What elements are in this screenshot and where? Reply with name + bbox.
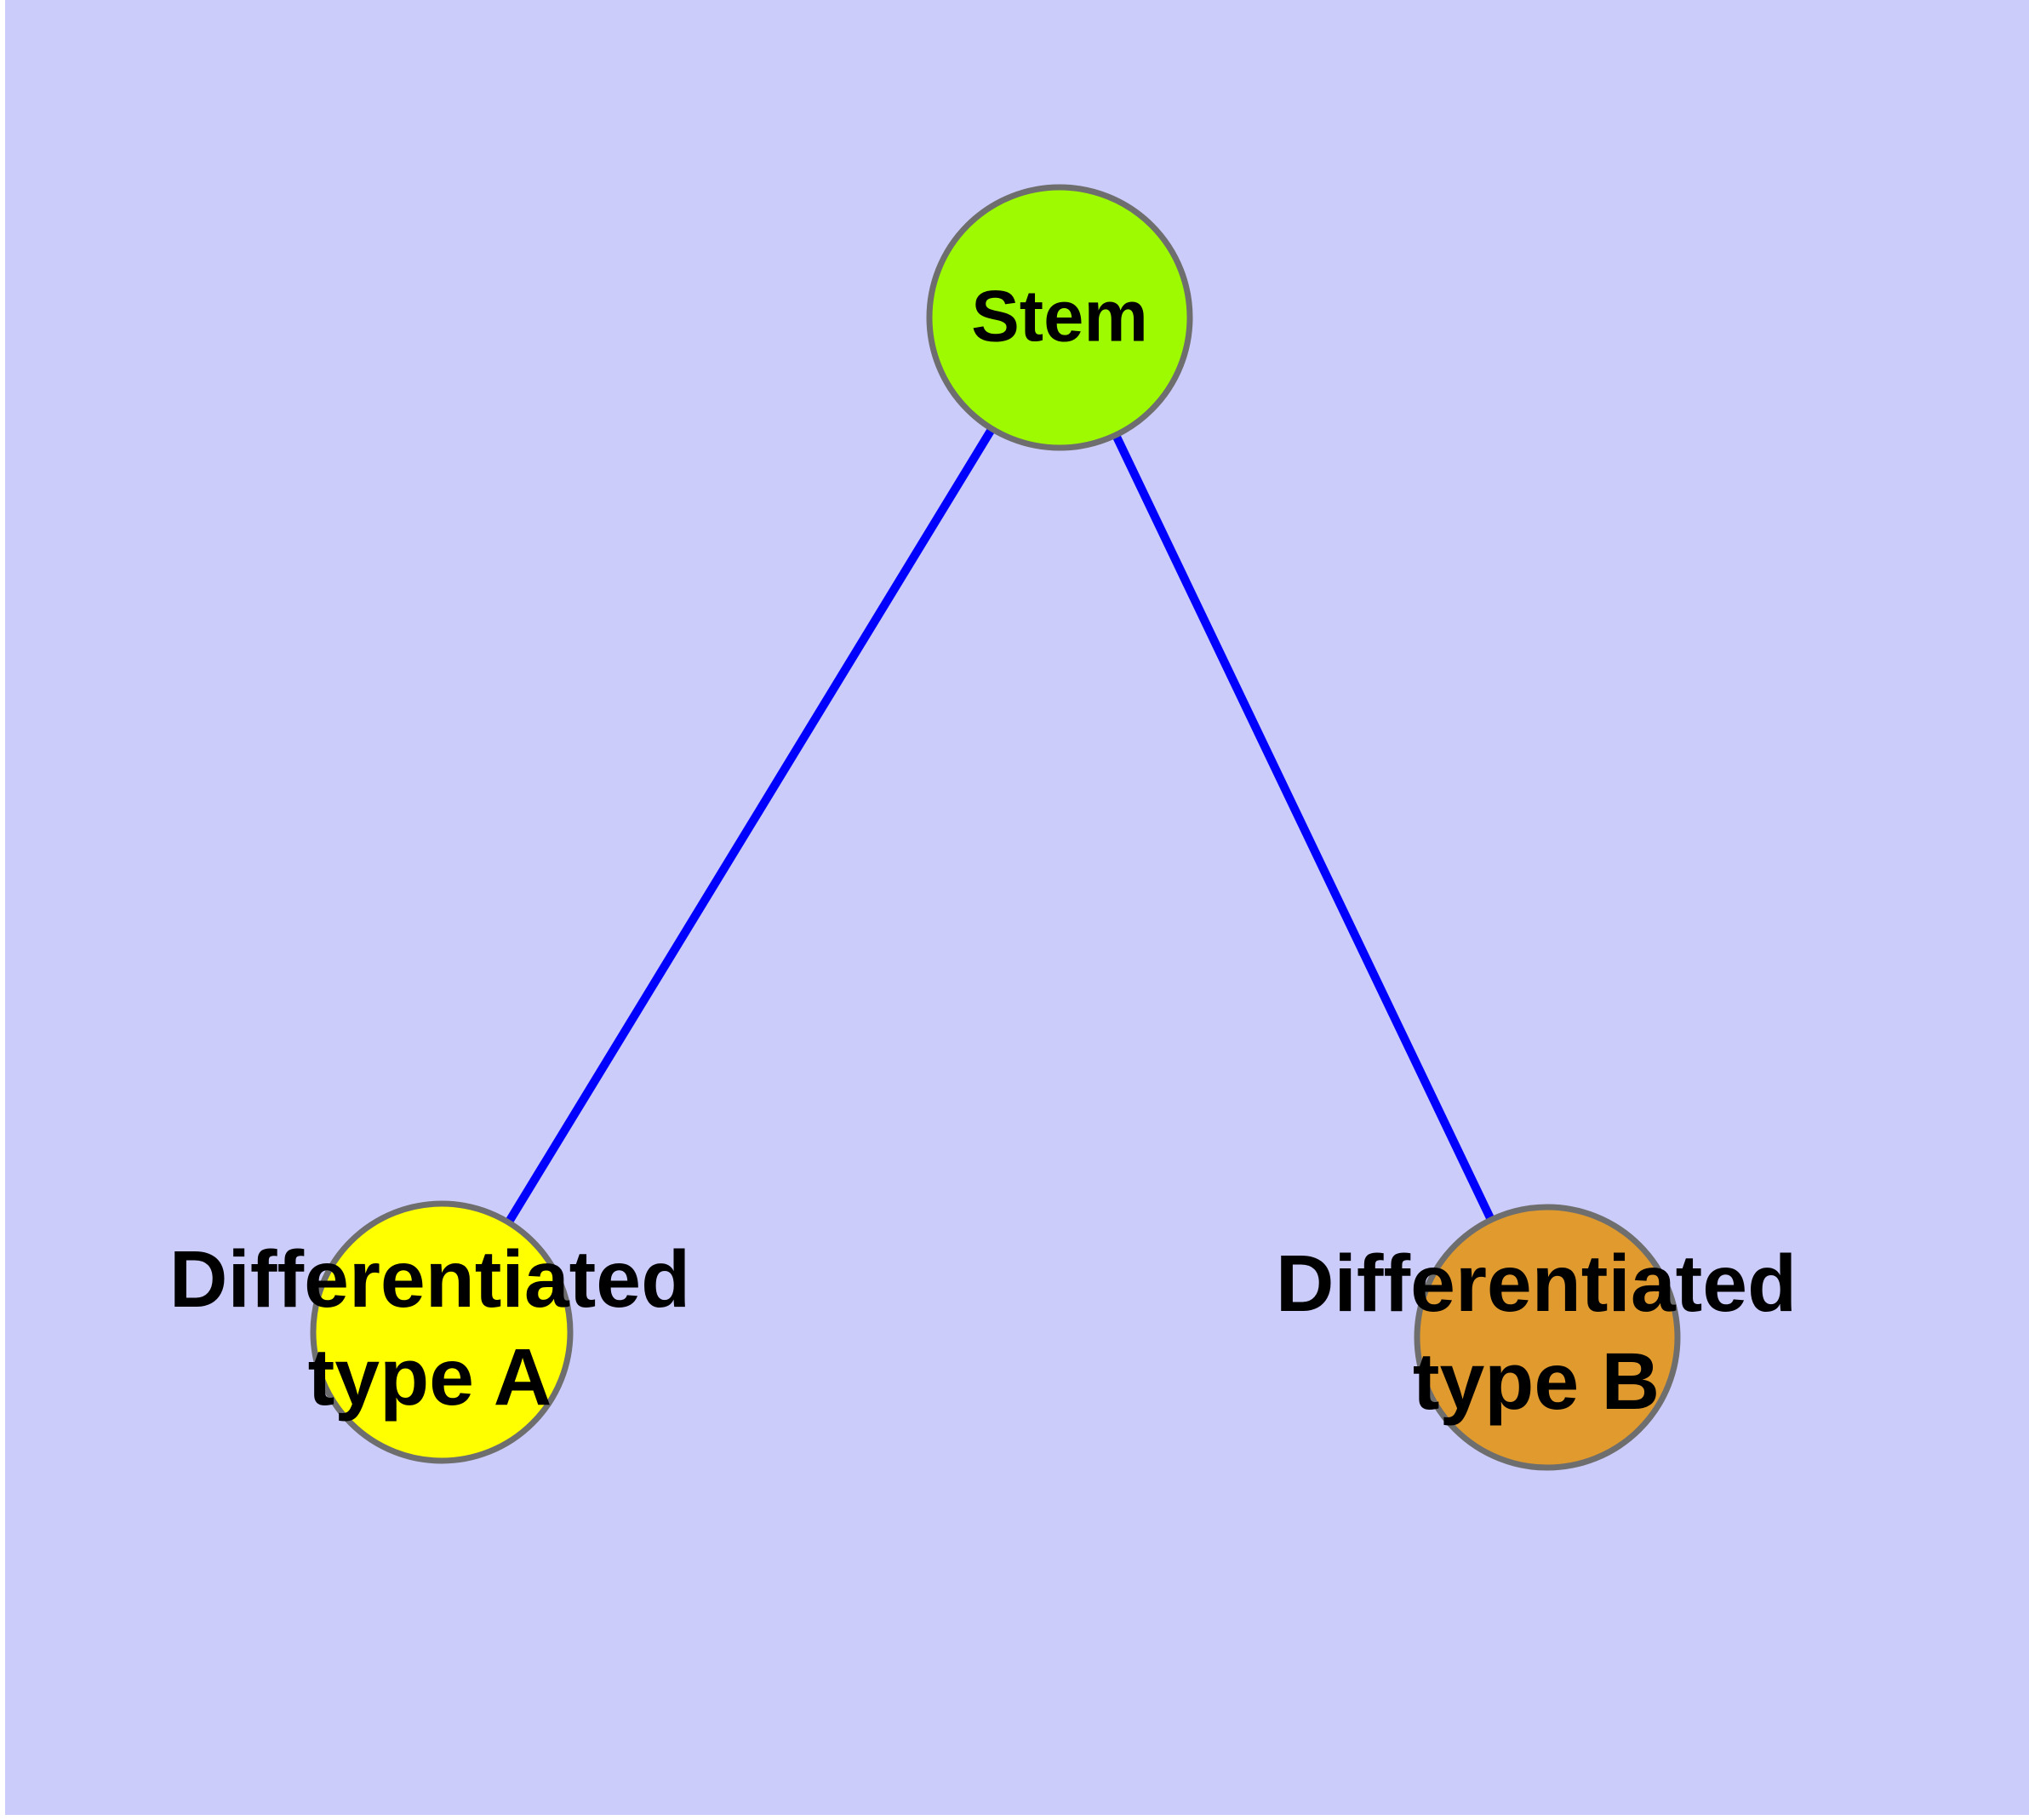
node-differentiated-type-a-label-line-2: type A <box>308 1332 552 1422</box>
node-stem-label: Stem <box>971 276 1148 357</box>
node-group <box>310 184 1681 1471</box>
node-stem-circle[interactable] <box>926 184 1193 451</box>
edge-stem-to-differentiated-type-b[interactable] <box>1112 432 1495 1222</box>
node-differentiated-type-b-label-line-1: Differentiated <box>1276 1239 1797 1329</box>
node-differentiated-type-a-circle[interactable] <box>310 1200 574 1464</box>
node-label-group: Stem Differentiated type A Differentiate… <box>169 276 1797 1427</box>
node-differentiated-type-b-label-line-2: type B <box>1413 1336 1660 1427</box>
node-differentiated-type-a[interactable] <box>310 1200 574 1464</box>
node-differentiated-type-b[interactable] <box>1414 1204 1681 1471</box>
node-stem[interactable] <box>926 184 1193 451</box>
edge-stem-to-differentiated-type-a[interactable] <box>505 426 996 1225</box>
edge-group <box>505 426 1495 1225</box>
node-differentiated-type-b-circle[interactable] <box>1414 1204 1681 1471</box>
node-differentiated-type-a-label-line-1: Differentiated <box>169 1234 690 1325</box>
